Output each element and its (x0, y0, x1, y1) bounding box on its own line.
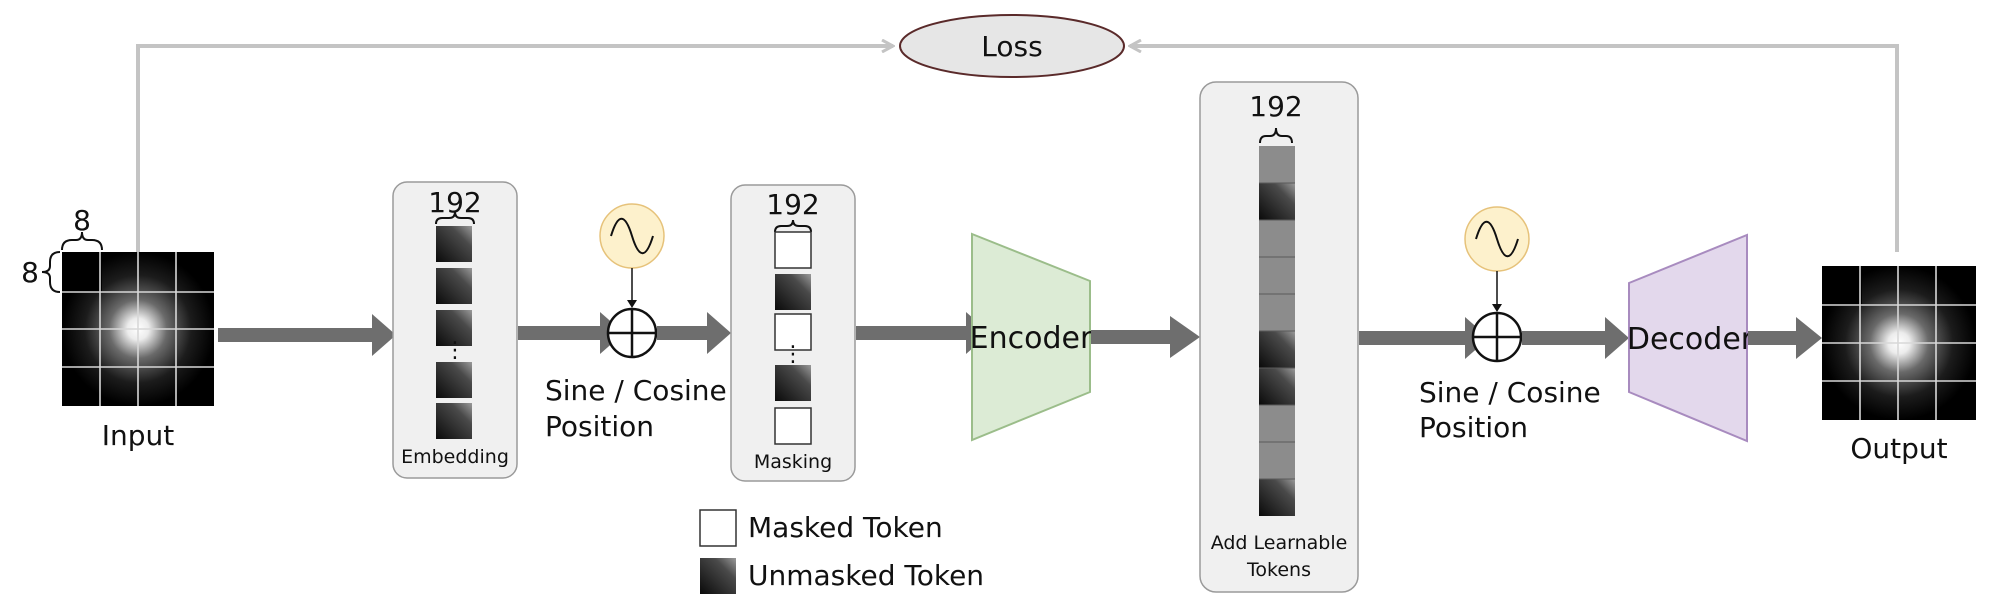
arrow-encoder-to-learnable (1091, 316, 1200, 358)
input-image (62, 252, 214, 406)
position-left-line1: Sine / Cosine (545, 374, 727, 407)
sine-to-plus-arrowhead-left (627, 300, 637, 308)
masking-ellipsis: ⋮ (782, 342, 804, 367)
decoder-label: Decoder (1627, 322, 1754, 357)
masked-token (774, 231, 812, 269)
decoder-block (1628, 233, 1748, 443)
loss-label: Loss (981, 30, 1042, 63)
position-right-line1: Sine / Cosine (1419, 376, 1601, 409)
learnable-dim-label: 192 (1249, 90, 1302, 123)
output-label: Output (1850, 432, 1947, 465)
plus-operator-icon-right (1471, 311, 1523, 363)
plus-operator-icon-left (606, 307, 658, 359)
embedding-token (436, 403, 472, 439)
unmasked-token (775, 274, 811, 310)
unmasked-token (1259, 331, 1295, 368)
position-left-line2: Position (545, 410, 654, 443)
input-top-brace (61, 231, 103, 251)
sine-to-plus-arrowhead-right (1492, 304, 1502, 312)
legend-masked-swatch (699, 509, 737, 547)
masking-dim-brace (774, 219, 812, 233)
embedding-token (436, 268, 472, 304)
legend-unmasked-swatch (700, 558, 736, 594)
embedding-tokens (436, 226, 472, 439)
input-top-brace-label: 8 (73, 204, 91, 237)
learnable-token (1259, 257, 1295, 294)
learnable-token (1259, 294, 1295, 331)
sine-wave-curve-right (1475, 220, 1519, 258)
learnable-token-column (1259, 146, 1295, 516)
arrow-input-to-embedding (218, 314, 396, 356)
arrow-plus-to-masking (657, 312, 731, 354)
encoder-label: Encoder (970, 321, 1093, 356)
learnable-token (1259, 442, 1295, 479)
embedding-ellipsis: ⋮ (444, 338, 466, 363)
unmasked-token (1259, 479, 1295, 516)
legend-unmasked-label: Unmasked Token (748, 559, 984, 592)
masking-tokens (774, 231, 812, 445)
arrow-learnable-to-plus (1359, 317, 1489, 359)
input-left-brace (41, 251, 61, 293)
embedding-token (436, 226, 472, 262)
loss-line-left (136, 46, 893, 252)
arrow-plus-to-decoder (1522, 317, 1629, 359)
position-right-line2: Position (1419, 411, 1528, 444)
input-label: Input (102, 419, 175, 452)
unmasked-token (1259, 183, 1295, 220)
unmasked-token (775, 365, 811, 401)
embedding-token (436, 362, 472, 398)
learnable-token (1259, 405, 1295, 442)
sine-wave-curve-left (610, 217, 654, 255)
learnable-token (1259, 220, 1295, 257)
masking-label: Masking (754, 451, 832, 473)
learnable-dim-brace (1259, 127, 1293, 144)
loss-line-right (1130, 46, 1899, 252)
masked-token (774, 407, 812, 445)
encoder-block (971, 232, 1091, 442)
embedding-label: Embedding (401, 446, 509, 468)
masking-dim-label: 192 (766, 188, 819, 221)
masked-token (774, 313, 812, 351)
embedding-dim-brace (435, 211, 475, 225)
learnable-token (1259, 146, 1295, 183)
learnable-label-line1: Add Learnable (1211, 532, 1348, 554)
unmasked-token (1259, 368, 1295, 405)
output-image (1822, 266, 1976, 420)
legend-masked-label: Masked Token (748, 511, 943, 544)
input-left-brace-label: 8 (21, 256, 39, 289)
arrow-decoder-to-output (1748, 317, 1822, 359)
loss-ellipse (899, 14, 1125, 78)
embedding-token (436, 310, 472, 346)
learnable-label-line2: Tokens (1246, 559, 1311, 581)
